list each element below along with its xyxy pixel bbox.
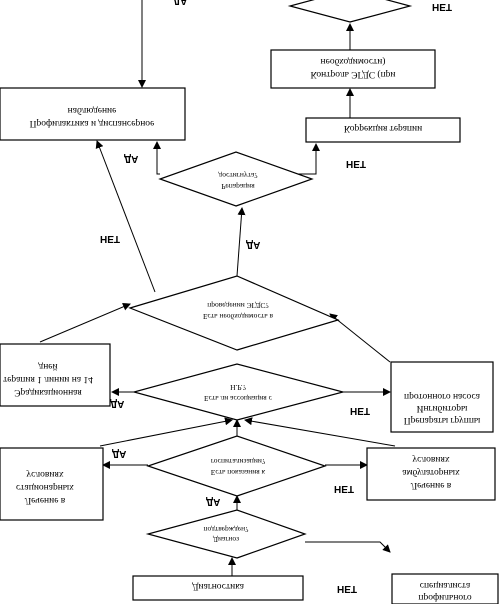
node-hospitalization-label-1: Есть показания к bbox=[211, 468, 266, 477]
edge-eradication-to-egds bbox=[39, 303, 131, 343]
label-no-hp: НЕТ bbox=[350, 405, 370, 416]
node-reparation-label-2: достигнута? bbox=[218, 171, 258, 180]
node-partial-diamond bbox=[287, 0, 413, 23]
node-prophylaxis-label-2: наблюдение bbox=[68, 105, 117, 116]
node-egds-label-1: Есть необходимость в bbox=[203, 312, 274, 321]
edge-confirmed-to-specialist bbox=[305, 541, 391, 553]
edges bbox=[39, 0, 396, 580]
edge-reparation-to-prophylaxis bbox=[153, 141, 161, 175]
label-no-confirmed: НЕТ bbox=[337, 583, 357, 594]
node-outpatient-label-3: условиях bbox=[412, 454, 449, 464]
node-therapy-correction bbox=[305, 117, 461, 143]
label-yes-hp: ДА bbox=[110, 398, 124, 409]
node-confirmed-label-1: Диагноз bbox=[213, 535, 239, 544]
label-yes-hospitalization: ДА bbox=[112, 448, 126, 459]
node-hospitalization bbox=[146, 435, 327, 497]
node-reparation bbox=[158, 151, 314, 207]
label-no-hospitalization: НЕТ bbox=[334, 483, 354, 494]
edge-egds-to-prophylaxis bbox=[95, 140, 156, 293]
node-ppi-label-3: протонного насоса bbox=[404, 391, 481, 401]
label-yes-bottom: ДА bbox=[173, 0, 187, 6]
node-reparation-label-1: Репарация bbox=[221, 182, 255, 191]
node-prophylaxis-label-1: Профилактика и диспансерное bbox=[30, 118, 155, 129]
node-inpatient-label-3: условиях bbox=[26, 469, 63, 479]
label-yes-egds: ДА bbox=[246, 239, 260, 250]
label-no-reparation: НЕТ bbox=[346, 158, 366, 169]
node-eradication-label-3: дней bbox=[38, 361, 57, 372]
node-specialist-label-2: специалиста bbox=[420, 580, 471, 590]
node-eradication bbox=[0, 343, 111, 407]
node-specialist bbox=[391, 573, 499, 604]
node-outpatient-label-1: Лечение в bbox=[411, 480, 452, 490]
node-control-label-1: Контроль ЭГДС (при bbox=[311, 69, 396, 80]
label-yes-confirmed: ДА bbox=[206, 496, 220, 507]
node-hp-association bbox=[131, 363, 346, 421]
node-egds-label-2: проведении ЭГДС? bbox=[207, 301, 269, 310]
edge-egds-to-reparation bbox=[236, 207, 246, 277]
node-hp-label-2: H.P.? bbox=[230, 383, 247, 392]
node-hp-label-1: Есть ли ассоциация с bbox=[204, 394, 273, 403]
node-eradication-label-2: терапия 1 линии на 14 bbox=[3, 374, 93, 384]
node-eradication-label-1: Эрадикационная bbox=[14, 387, 82, 397]
node-egds-control bbox=[270, 49, 436, 89]
edge-inpatient-to-hp bbox=[99, 417, 233, 447]
node-diagnostics-label: Диагностика bbox=[192, 581, 245, 591]
label-no-bottom: НЕТ bbox=[432, 1, 452, 12]
edge-ppi-to-egds bbox=[329, 313, 391, 363]
node-hospitalization-label-2: госпитализации? bbox=[211, 457, 266, 466]
node-prophylaxis bbox=[0, 87, 186, 141]
node-egds-need bbox=[128, 275, 340, 351]
node-ppi bbox=[390, 361, 494, 433]
label-no-egds: НЕТ bbox=[100, 233, 120, 244]
node-diagnosis-confirmed bbox=[145, 509, 307, 559]
node-ppi-label-1: Препараты группы bbox=[404, 415, 481, 425]
edge-reparation-to-correction bbox=[296, 143, 320, 175]
node-inpatient-label-2: стационарных bbox=[16, 482, 74, 492]
node-outpatient bbox=[366, 447, 496, 501]
node-inpatient-label-1: Лечение в bbox=[25, 495, 66, 505]
node-control-label-2: необходимости) bbox=[321, 56, 386, 67]
label-yes-reparation: ДА bbox=[124, 153, 138, 164]
node-confirmed-label-2: подтвержден? bbox=[204, 525, 250, 534]
node-specialist-label-1: профильного bbox=[418, 592, 471, 603]
node-outpatient-label-2: амбулаторных bbox=[402, 467, 460, 478]
edge-outpatient-to-hp bbox=[244, 417, 396, 447]
node-inpatient bbox=[0, 447, 104, 521]
node-correction-label: Коррекция терапии bbox=[344, 123, 422, 133]
node-diagnostics bbox=[132, 575, 304, 601]
node-ppi-label-2: Ингибиторы bbox=[417, 403, 468, 414]
